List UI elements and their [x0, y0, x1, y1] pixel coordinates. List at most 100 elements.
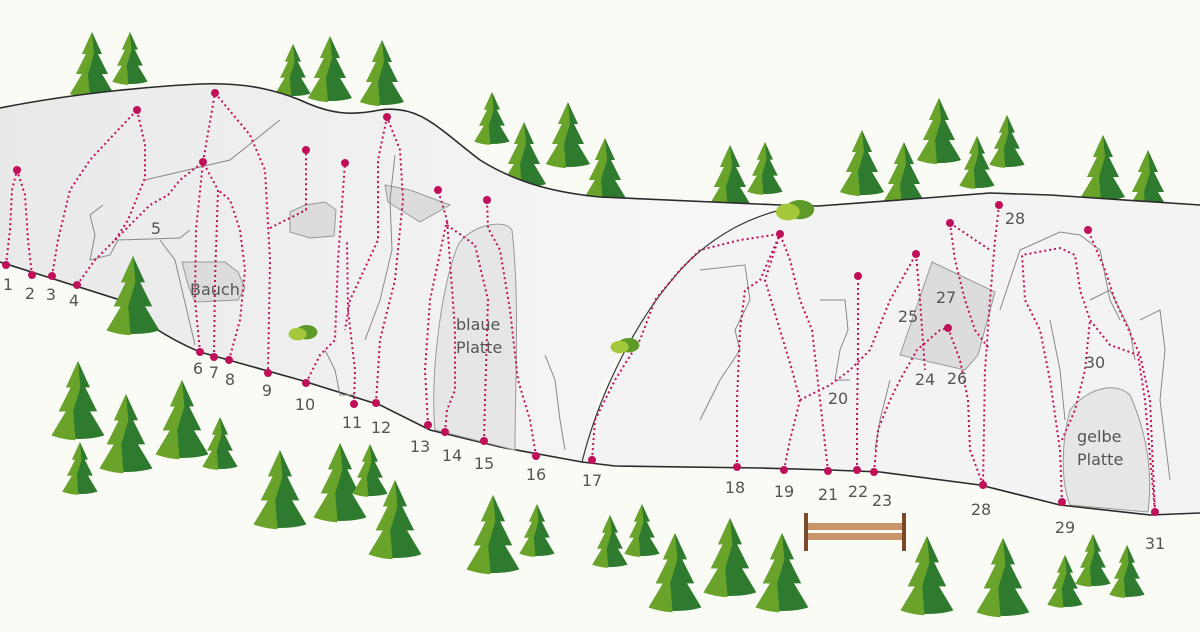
route-number-label: 12: [371, 418, 391, 437]
route-anchor-dot[interactable]: [383, 113, 391, 121]
fir-tree-icon: [1081, 135, 1125, 201]
route-number-label: 15: [474, 454, 494, 473]
route-anchor-dot[interactable]: [441, 428, 449, 436]
route-anchor-dot[interactable]: [532, 452, 540, 460]
route-anchor-dot[interactable]: [776, 230, 784, 238]
route-anchor-dot[interactable]: [946, 219, 954, 227]
route-line: [779, 233, 829, 472]
route-anchor-dot[interactable]: [13, 166, 21, 174]
route-line: [949, 222, 991, 251]
fir-tree-icon: [592, 515, 628, 568]
fir-tree-icon: [840, 130, 884, 196]
fir-tree-icon: [519, 504, 555, 557]
route-line: [202, 92, 216, 163]
route-number-label: 7: [209, 363, 219, 382]
route-anchor-dot[interactable]: [302, 379, 310, 387]
route-line: [763, 233, 802, 471]
fir-tree-icon: [62, 442, 98, 495]
route-number-label: 6: [193, 359, 203, 378]
right-rock: [582, 193, 1200, 515]
route-anchor-dot[interactable]: [853, 466, 861, 474]
route-line: [51, 109, 138, 277]
route-anchor-dot[interactable]: [995, 201, 1003, 209]
route-number-label: 11: [342, 413, 362, 432]
route-anchor-dot[interactable]: [1084, 226, 1092, 234]
route-anchor-dot[interactable]: [28, 271, 36, 279]
route-line: [1020, 246, 1156, 513]
left-rock: [0, 83, 780, 462]
bush-icon: [775, 200, 815, 221]
fir-tree-icon: [51, 361, 105, 441]
route-anchor-dot[interactable]: [733, 463, 741, 471]
route-number-label: 2: [25, 284, 35, 303]
route-anchor-dot[interactable]: [434, 186, 442, 194]
route-anchor-dot[interactable]: [1058, 498, 1066, 506]
fir-tree-icon: [648, 533, 702, 613]
fir-tree-icon: [959, 136, 995, 189]
route-line: [982, 204, 1000, 486]
route-anchor-dot[interactable]: [372, 399, 380, 407]
route-anchor-dot[interactable]: [979, 481, 987, 489]
route-anchor-dot[interactable]: [133, 106, 141, 114]
area-blaue-platte-line2: Platte: [456, 338, 502, 357]
route-anchor-dot[interactable]: [264, 369, 272, 377]
route-number-label: 8: [225, 370, 235, 389]
route-number-label: 26: [947, 369, 967, 388]
route-anchor-dot[interactable]: [225, 356, 233, 364]
route-line: [344, 116, 388, 331]
route-anchor-dot[interactable]: [912, 250, 920, 258]
route-anchor-dot[interactable]: [73, 281, 81, 289]
bush-icon: [610, 338, 640, 354]
bench-icon: [804, 513, 906, 551]
route-line: [591, 233, 781, 461]
route-line: [736, 233, 781, 467]
area-gelbe-platte-line2: Platte: [1077, 450, 1123, 469]
route-anchor-dot[interactable]: [870, 468, 878, 476]
route-anchor-dot[interactable]: [424, 421, 432, 429]
route-anchor-dot[interactable]: [211, 89, 219, 97]
route-number-label: 28: [1005, 209, 1025, 228]
route-anchor-dot[interactable]: [350, 400, 358, 408]
route-anchor-dot[interactable]: [483, 196, 491, 204]
route-anchor-dot[interactable]: [480, 437, 488, 445]
route-line: [1061, 319, 1091, 441]
route-line: [76, 109, 146, 286]
fir-tree-icon: [474, 92, 510, 145]
fir-tree-icon: [70, 32, 114, 98]
route-anchor-dot[interactable]: [196, 348, 204, 356]
fir-tree-icon: [976, 538, 1030, 618]
route-anchor-dot[interactable]: [1151, 508, 1159, 516]
route-anchor-dot[interactable]: [854, 272, 862, 280]
route-number-label: 29: [1055, 518, 1075, 537]
route-number-label: 25: [898, 307, 918, 326]
route-anchor-dot[interactable]: [210, 353, 218, 361]
fir-tree-icon: [313, 443, 367, 523]
bauch-feature: [181, 261, 246, 303]
route-anchor-dot[interactable]: [341, 159, 349, 167]
route-number-label: 14: [442, 446, 462, 465]
route-number-label: 30: [1085, 353, 1105, 372]
rock-top-outline: [0, 82, 1200, 207]
route-line: [915, 253, 926, 371]
route-line: [193, 161, 204, 353]
route-anchor-dot[interactable]: [302, 146, 310, 154]
route-anchor-dot[interactable]: [48, 272, 56, 280]
route-anchor-dot[interactable]: [588, 456, 596, 464]
overhang-feature: [384, 184, 452, 223]
fir-tree-icon: [882, 142, 926, 208]
route-number-label: 5: [151, 219, 161, 238]
route-anchor-dot[interactable]: [2, 261, 10, 269]
bushes: [288, 200, 815, 354]
route-number-label: 28: [971, 500, 991, 519]
route-anchor-dot[interactable]: [824, 467, 832, 475]
route-anchor-dot[interactable]: [944, 324, 952, 332]
fir-tree-icon: [202, 417, 238, 470]
route-anchor-dot[interactable]: [199, 158, 207, 166]
trees-foreground: [51, 256, 1145, 618]
cracks: [89, 119, 1171, 481]
route-line: [269, 150, 307, 229]
fir-tree-icon: [155, 380, 209, 460]
route-anchor-dot[interactable]: [780, 466, 788, 474]
